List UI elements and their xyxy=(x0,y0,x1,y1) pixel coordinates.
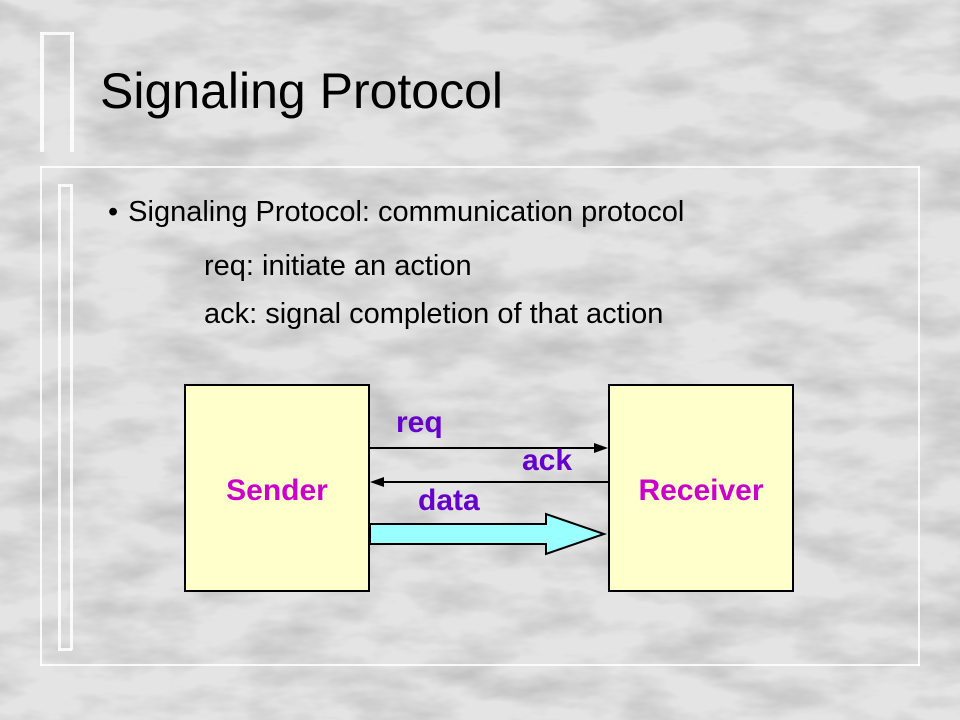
receiver-box: Receiver xyxy=(608,384,794,592)
frame-line-top-left-vertical xyxy=(40,32,44,152)
ack-label: ack xyxy=(522,444,573,477)
slide-title: Signaling Protocol xyxy=(100,63,504,119)
sub-item-req: req: initiate an action xyxy=(204,250,472,282)
data-label: data xyxy=(418,484,480,517)
frame-line-content-bottom xyxy=(40,664,920,666)
bullet-marker: • xyxy=(108,196,119,228)
frame-line-content-left xyxy=(40,166,42,666)
bullet-text: Signaling Protocol: communication protoc… xyxy=(128,196,685,228)
frame-line-inner-left-vertical xyxy=(58,184,61,650)
frame-line-inner-left-vertical-2 xyxy=(70,184,73,650)
receiver-label: Receiver xyxy=(638,474,764,507)
sub-item-ack: ack: signal completion of that action xyxy=(204,298,664,330)
req-label: req xyxy=(396,406,443,439)
ack-arrow xyxy=(370,477,608,487)
sender-box: Sender xyxy=(184,384,370,592)
frame-line-content-top xyxy=(40,166,920,168)
req-arrow xyxy=(370,443,608,453)
frame-line-top-left-inner xyxy=(70,32,74,152)
data-arrow xyxy=(369,512,608,556)
sender-label: Sender xyxy=(226,474,328,507)
bullet-item: • Signaling Protocol: communication proto… xyxy=(108,196,684,229)
frame-line-inner-left xyxy=(58,184,72,187)
frame-line-inner-bottom xyxy=(58,648,72,651)
frame-line-top-cap xyxy=(40,32,74,35)
frame-line-content-right xyxy=(918,166,920,666)
